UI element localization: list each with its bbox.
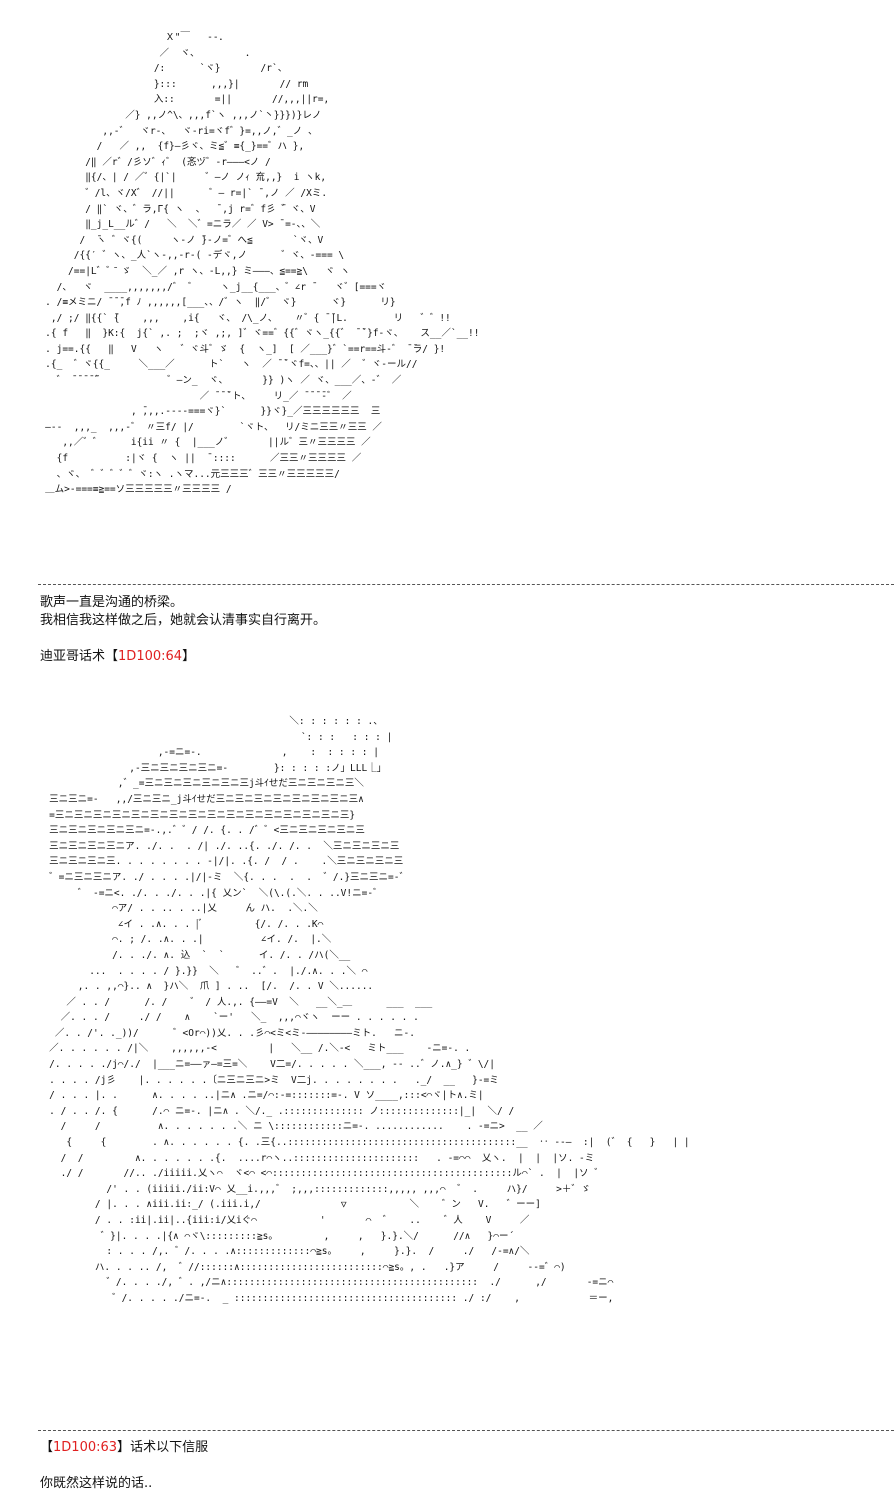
ascii-art-figure-bottom: ＼: : : : : : .、 `: : : : : : | ,-=ニ=-. ,…: [49, 716, 690, 1304]
dice-roll-result: 【1D100:63】话术以下信服: [40, 1439, 208, 1457]
narration-line: 我相信我这样做之后，她就会认清事实自行离开。: [40, 613, 327, 628]
dice-value: 1D100:64: [118, 649, 183, 664]
dashed-separator: [38, 1430, 894, 1431]
roll-bracket-close: 】: [117, 1440, 131, 1455]
roll-outcome-label: 话术以下信服: [130, 1440, 209, 1455]
narration-line: 歌声一直是沟通的桥梁。: [40, 595, 184, 610]
narration-line: 你既然这样说的话..: [40, 1476, 153, 1491]
dice-value: 1D100:63: [53, 1440, 118, 1455]
roll-label: 迪亚哥话术: [40, 649, 106, 664]
dice-roll-result: 迪亚哥话术【1D100:64】: [40, 648, 195, 666]
roll-bracket-open: 【: [40, 1440, 54, 1455]
roll-bracket-close: 】: [182, 649, 196, 664]
roll-bracket-open: 【: [105, 649, 119, 664]
dashed-separator: [38, 584, 894, 585]
ascii-art-figure-top: Ｘ"￣ ‐-． ／ ヾ、 ． /: `ヾ} /r`、 }::: ,,,}| //…: [45, 32, 480, 496]
